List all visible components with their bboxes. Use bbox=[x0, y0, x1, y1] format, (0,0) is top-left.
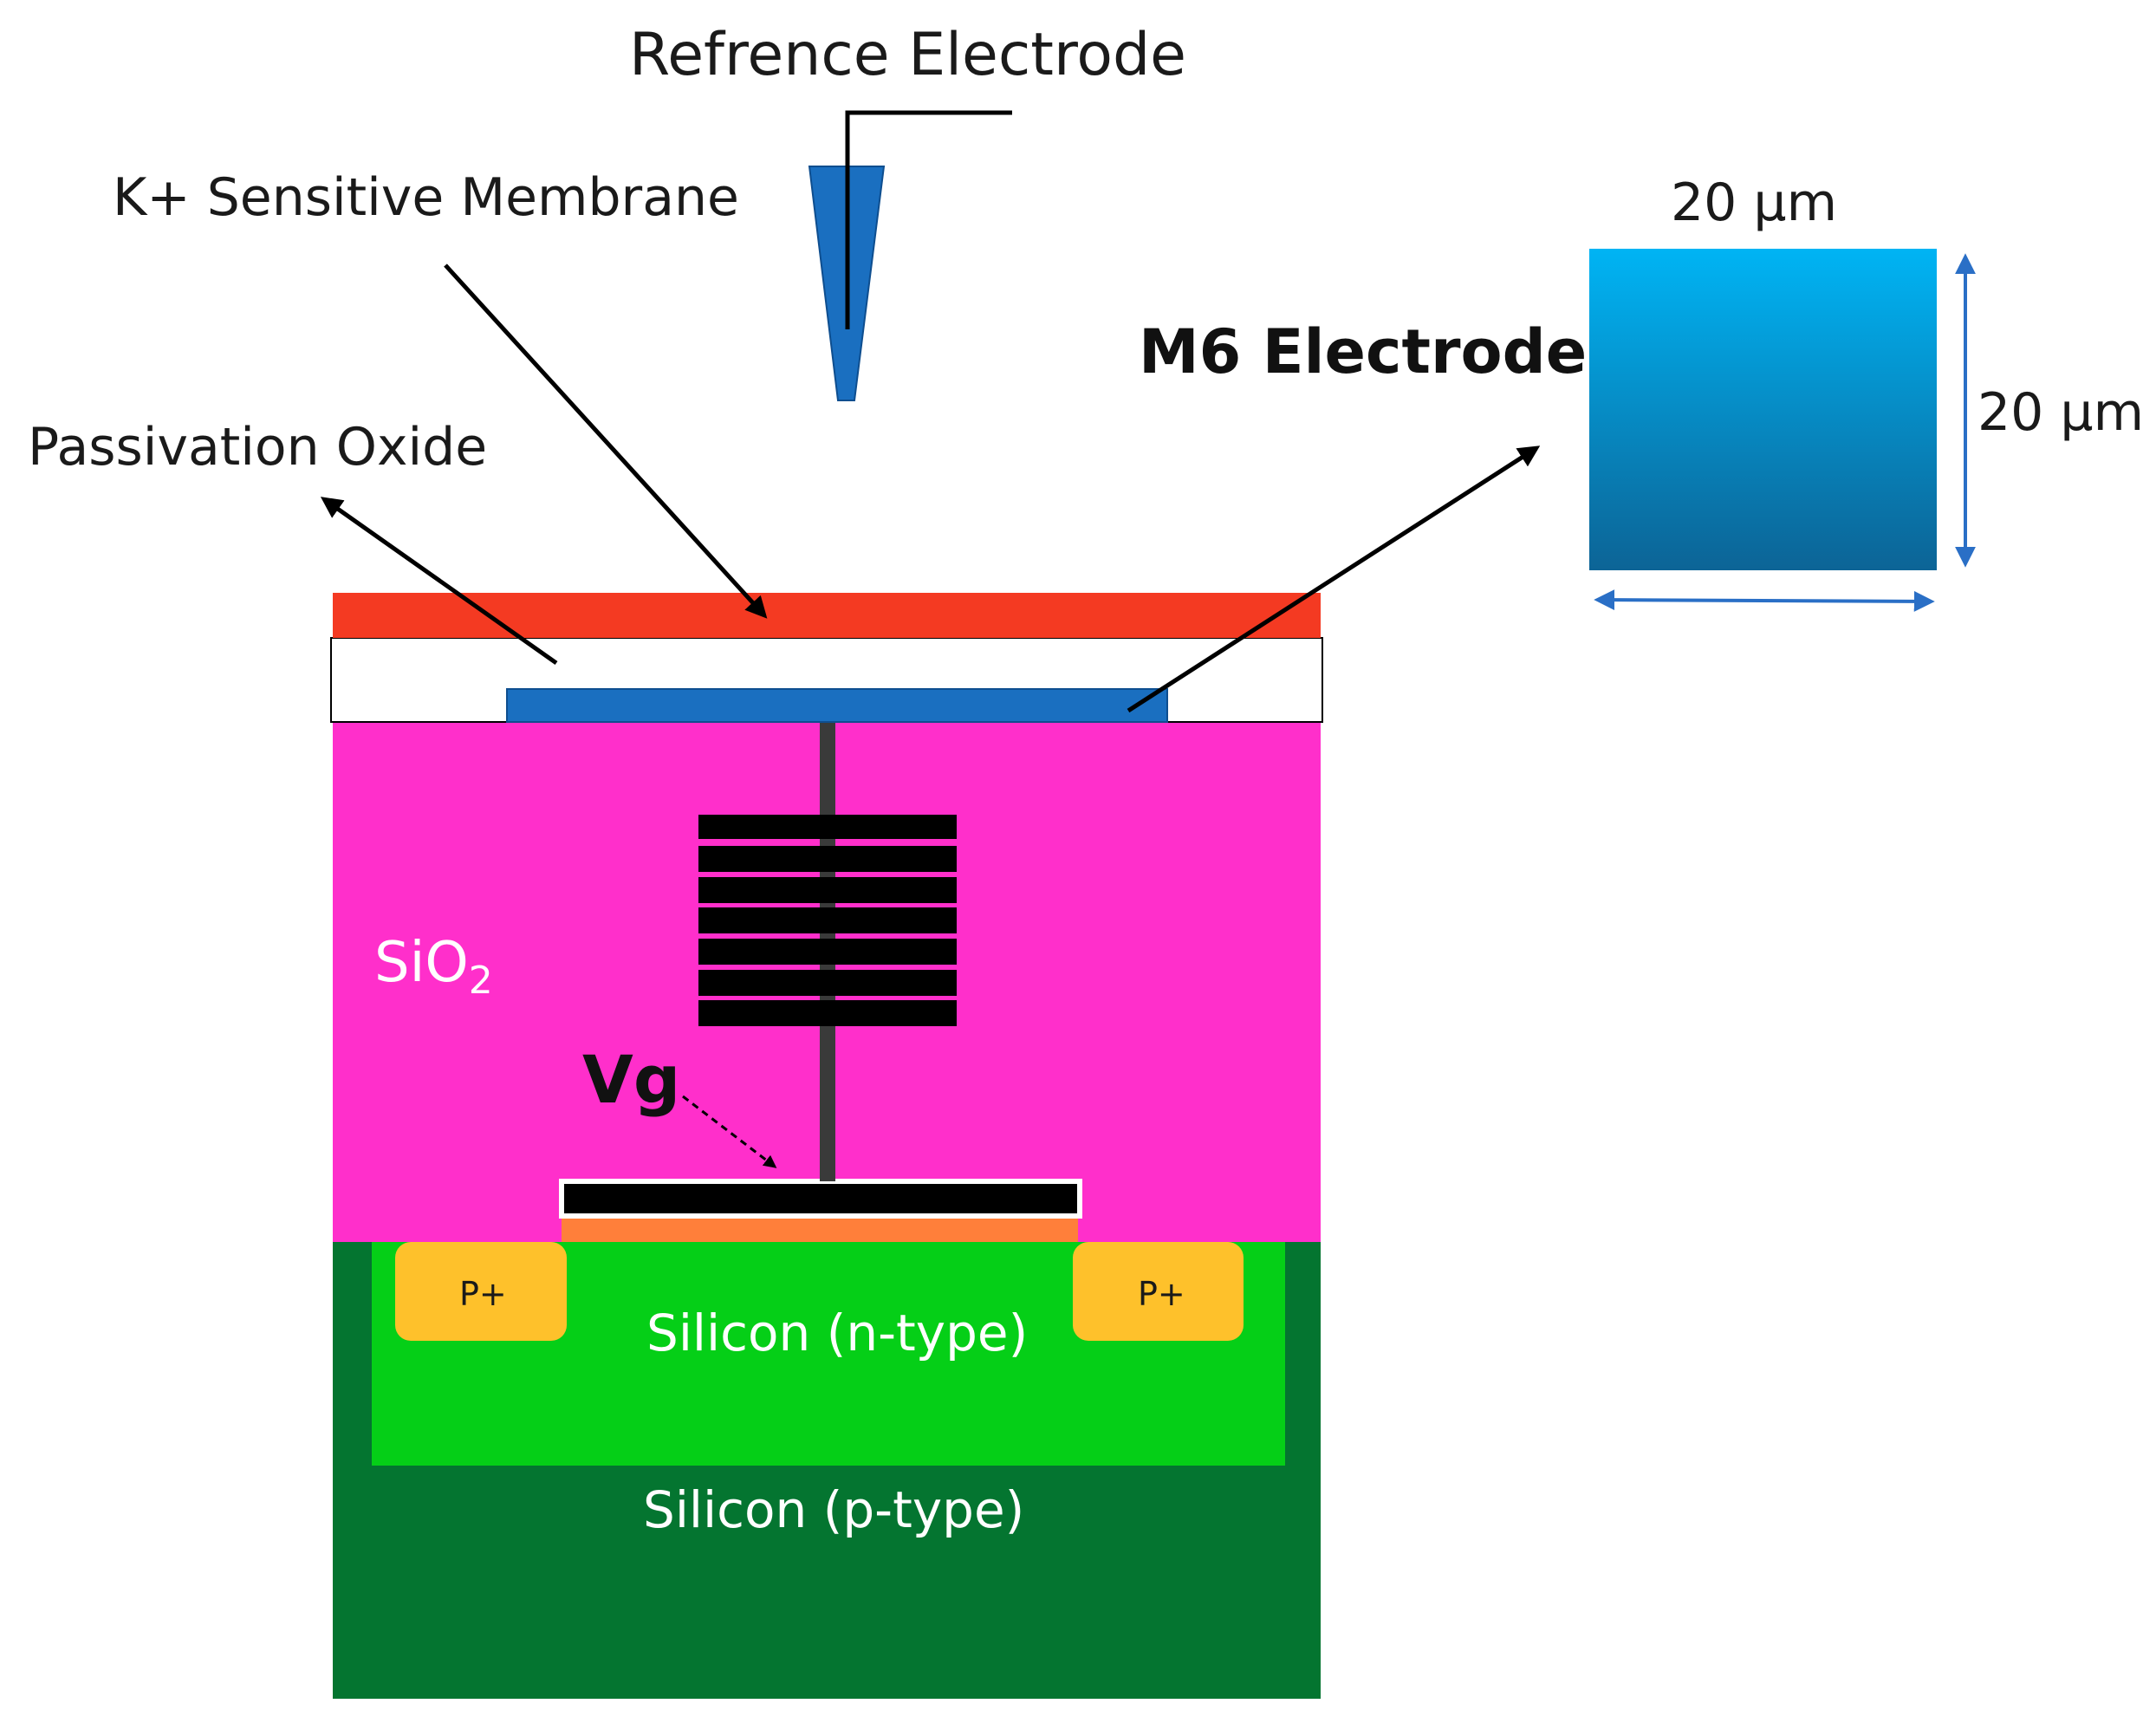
passivation-oxide-label: Passivation Oxide bbox=[28, 417, 487, 478]
width-dimension-label: 20 µm bbox=[1671, 172, 1837, 233]
reference-electrode-label: Refrence Electrode bbox=[629, 21, 1186, 89]
p-plus-right-region bbox=[1073, 1242, 1244, 1341]
electrode-square bbox=[1589, 249, 1937, 570]
reference-electrode bbox=[808, 110, 1012, 401]
m6-electrode-arrow bbox=[1127, 445, 1541, 713]
k-membrane-layer bbox=[333, 593, 1321, 638]
m6-electrode-label: M6 Electrode bbox=[1139, 316, 1587, 387]
sio2-label: SiO2 bbox=[374, 931, 493, 1003]
metal-stack bbox=[698, 815, 957, 1026]
gate-oxide bbox=[562, 1216, 1078, 1242]
vg-label: Vg bbox=[582, 1041, 680, 1118]
height-dimension-label: 20 µm bbox=[1977, 382, 2144, 443]
p-plus-right-label: P+ bbox=[1138, 1275, 1185, 1313]
k-membrane-arrow bbox=[444, 263, 768, 619]
width-dimension-arrow bbox=[1594, 589, 1935, 612]
p-plus-left-region bbox=[395, 1242, 567, 1341]
m6-electrode-bar bbox=[506, 688, 1168, 723]
n-type-label: Silicon (n-type) bbox=[646, 1304, 1028, 1362]
p-plus-left-label: P+ bbox=[459, 1275, 507, 1313]
k-membrane-label: K+ Sensitive Membrane bbox=[113, 167, 739, 228]
p-type-label: Silicon (p-type) bbox=[643, 1480, 1024, 1539]
gate-electrode bbox=[559, 1179, 1082, 1219]
passivation-arrow bbox=[320, 497, 558, 666]
